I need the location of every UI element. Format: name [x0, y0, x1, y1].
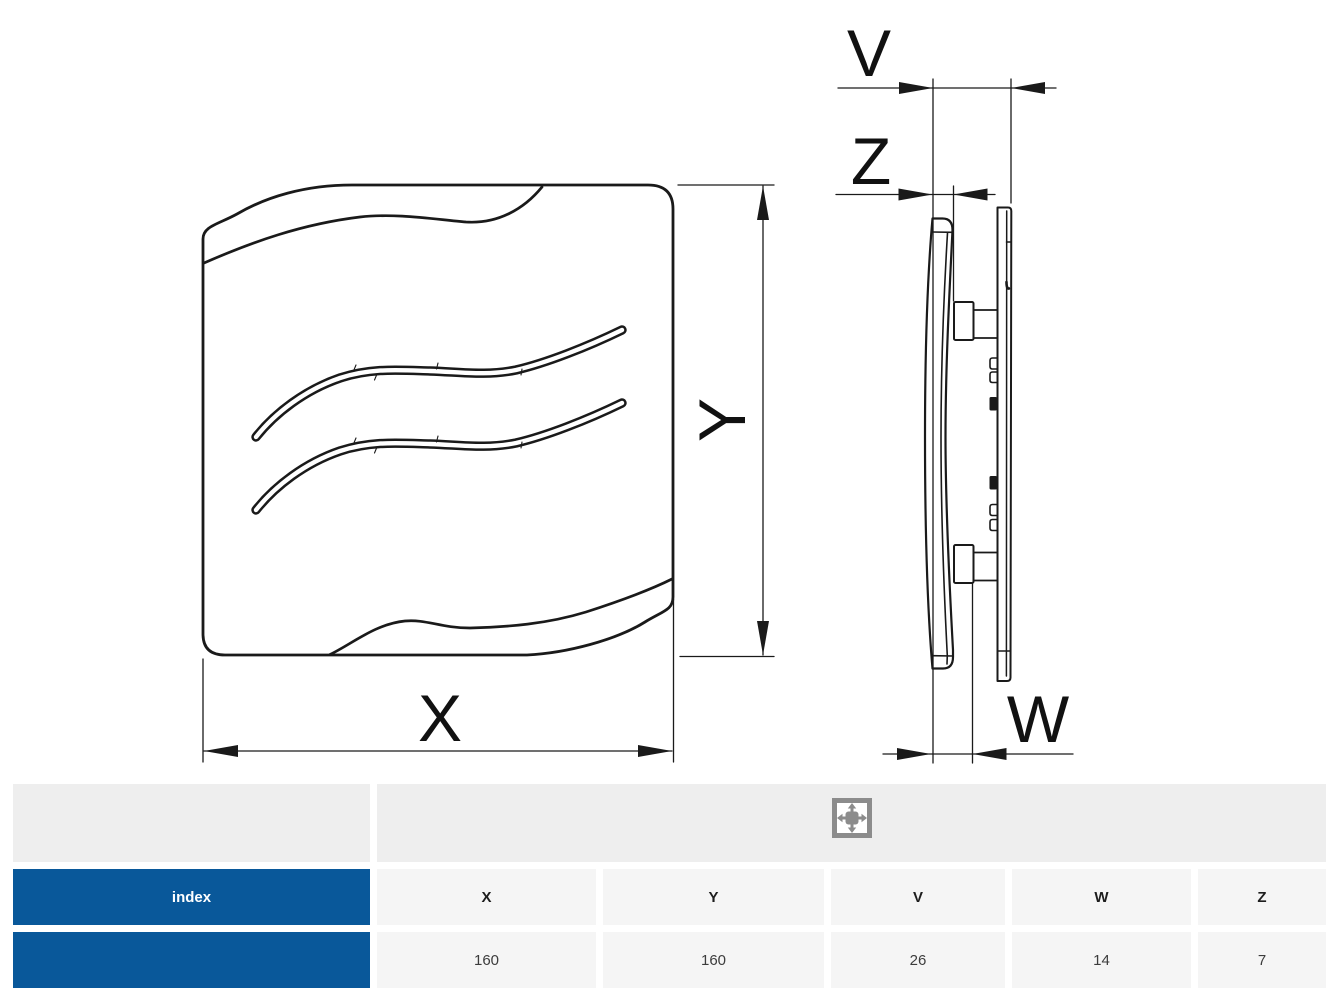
arrow-y-top	[757, 186, 769, 220]
front-wave-top	[202, 185, 544, 265]
arrow-z-left	[898, 188, 933, 201]
table-corner-blank	[13, 784, 370, 862]
dim-label-v: V	[847, 16, 891, 90]
table-col-header-w: W	[1012, 869, 1191, 925]
table-value-x: 160	[377, 932, 596, 988]
dimension-x	[202, 598, 675, 763]
front-wave-bottom	[328, 577, 674, 656]
dim-label-w: W	[1007, 682, 1070, 756]
dim-label-x: X	[418, 681, 462, 755]
table-index-header: index	[13, 869, 370, 925]
side-plate-clips	[989, 357, 998, 532]
side-view: V Z W	[835, 16, 1074, 764]
vent-slot-lower	[251, 398, 627, 515]
arrow-v-right	[1011, 82, 1045, 94]
table-icon-cell	[377, 784, 1326, 862]
arrow-w-right	[972, 748, 1007, 760]
arrow-w-left	[897, 748, 931, 760]
arrow-y-bottom	[757, 621, 769, 655]
table-value-z: 7	[1198, 932, 1326, 988]
table-col-header-v: V	[831, 869, 1005, 925]
front-view: X Y	[201, 183, 775, 763]
table-col-header-x: X	[377, 869, 596, 925]
arrow-x-left	[204, 745, 238, 757]
side-stub-bottom	[953, 544, 998, 584]
dimensions-icon	[831, 798, 872, 838]
slot-segment-ticks	[352, 362, 523, 454]
spec-table: index X Y V W Z 160 160 26 14 7	[13, 784, 1326, 988]
dimension-y	[677, 184, 775, 658]
dim-label-y: Y	[685, 398, 759, 442]
side-plate	[996, 206, 1013, 682]
vent-slot-upper	[251, 325, 627, 442]
dimension-z	[835, 185, 996, 302]
technical-drawing: X Y	[201, 16, 1074, 764]
table-col-header-y: Y	[603, 869, 824, 925]
arrow-z-right	[953, 188, 988, 201]
front-outline	[201, 183, 675, 657]
table-value-v: 26	[831, 932, 1005, 988]
table-value-y: 160	[603, 932, 824, 988]
side-cover	[923, 217, 955, 670]
table-col-header-z: Z	[1198, 869, 1326, 925]
dim-label-z: Z	[851, 124, 891, 198]
table-index-value-cell	[13, 932, 370, 988]
side-stub-top	[953, 301, 998, 341]
arrow-x-right	[638, 745, 672, 757]
arrow-v-left	[899, 82, 933, 94]
table-value-w: 14	[1012, 932, 1191, 988]
